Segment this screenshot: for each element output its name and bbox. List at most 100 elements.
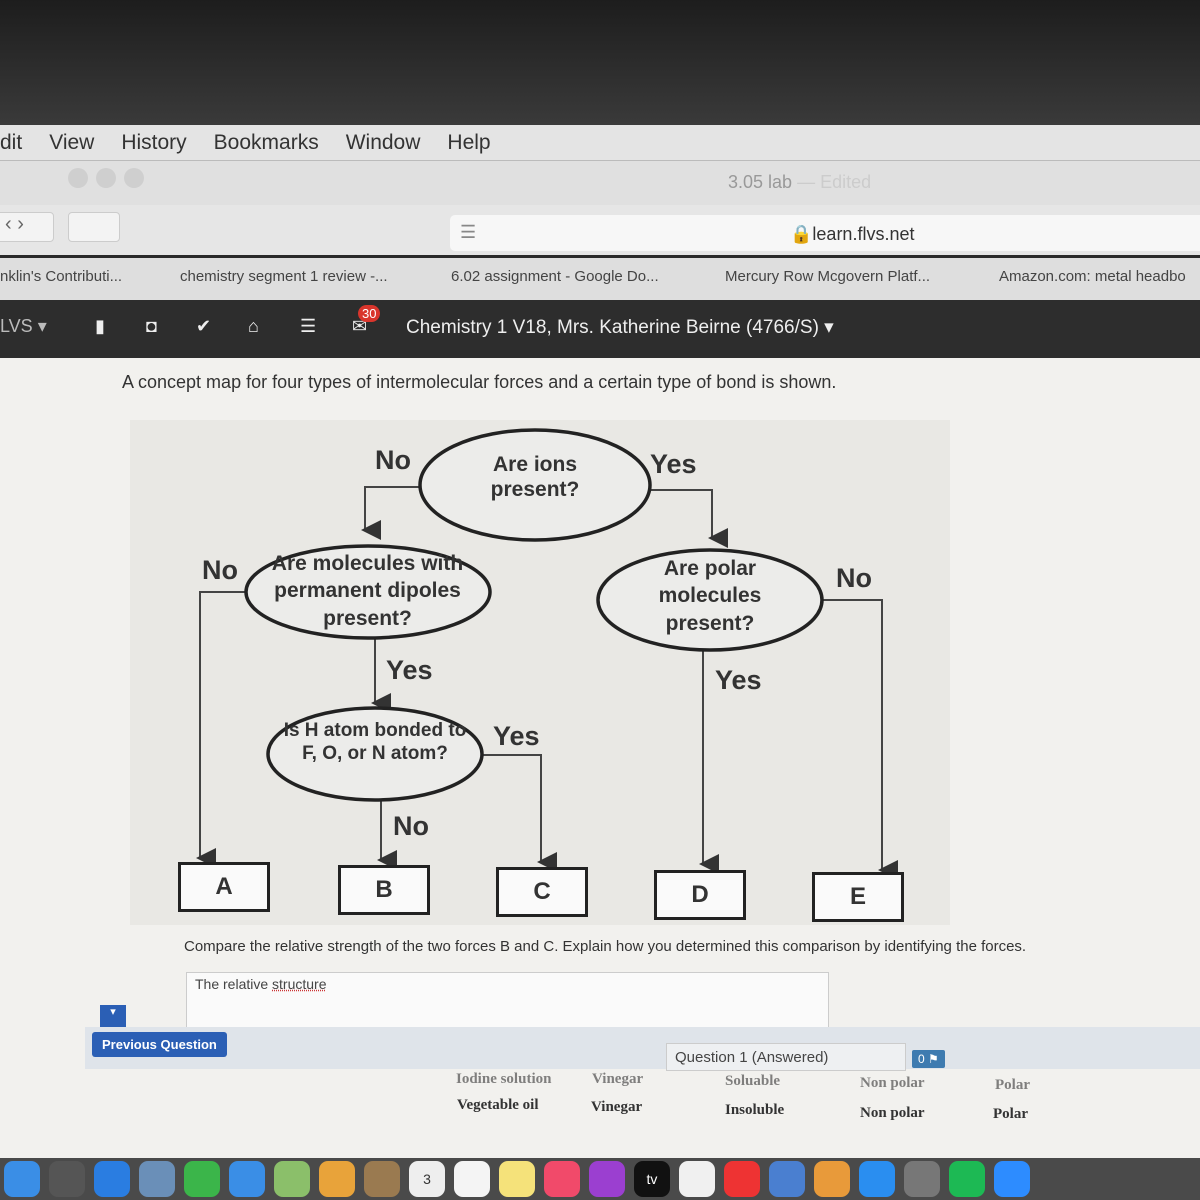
previous-question-button[interactable]: Previous Question	[92, 1032, 227, 1057]
dock-app-tv[interactable]: tv	[634, 1161, 670, 1197]
ellipse-dipoles	[244, 544, 492, 640]
doc-name: 3.05 lab	[728, 172, 793, 192]
question-footer	[85, 1027, 1200, 1069]
dock-app-app-store[interactable]: App Store	[859, 1161, 895, 1197]
concept-map: Are ions present? Are molecules with per…	[130, 420, 950, 925]
table-cell: Non polar	[860, 1075, 925, 1091]
dock-app-preview[interactable]: Preview	[139, 1161, 175, 1197]
home-icon[interactable]: ⌂	[248, 316, 259, 336]
dock-app-launchpad[interactable]: Launchpad	[49, 1161, 85, 1197]
box-d: D	[654, 870, 746, 920]
sidebar-toggle-icon[interactable]	[68, 212, 120, 242]
label-no: No	[836, 563, 872, 593]
ellipse-polar	[596, 548, 824, 652]
notification-badge: 30	[358, 305, 381, 322]
label-yes: Yes	[650, 449, 697, 479]
back-forward-buttons[interactable]: ‹ ›	[0, 212, 54, 242]
dock-app-numbers[interactable]: Numbers	[679, 1161, 715, 1197]
close-window-button[interactable]	[68, 168, 88, 188]
bookmark[interactable]: chemistry segment 1 review -...	[180, 268, 388, 285]
box-b: B	[338, 865, 430, 915]
label-yes: Yes	[386, 655, 433, 685]
table-cell: Soluable	[725, 1073, 781, 1089]
minimize-window-button[interactable]	[96, 168, 116, 188]
bookmark[interactable]: Mercury Row Mcgovern Platf...	[725, 268, 931, 285]
address-bar[interactable]: 🔒learn.flvs.net	[450, 215, 1200, 251]
dock-app-notes[interactable]: Notes	[499, 1161, 535, 1197]
label-no: No	[375, 445, 411, 475]
label-yes: Yes	[493, 721, 540, 751]
check-icon[interactable]: ✔	[196, 316, 212, 336]
menu-bar: dit View History Bookmarks Window Help	[0, 125, 1200, 160]
table-cell: Polar	[993, 1106, 1028, 1122]
bookmark[interactable]: 6.02 assignment - Google Do...	[451, 268, 659, 285]
ellipse-ions	[418, 428, 652, 542]
bookmarks-bar: nklin's Contributi... chemistry segment …	[0, 258, 1200, 300]
dock-app-finder[interactable]: Finder	[4, 1161, 40, 1197]
menu-help[interactable]: Help	[447, 130, 491, 154]
dock-app-contacts[interactable]: Contacts	[364, 1161, 400, 1197]
ellipse-hbond	[266, 706, 484, 802]
dock-app-3[interactable]: 3	[409, 1161, 445, 1197]
question-hydrogen-bond: Is H atom bonded to F, O, or N atom?	[283, 720, 467, 764]
dock-app-facetime[interactable]: FaceTime	[184, 1161, 220, 1197]
bookmark[interactable]: Amazon.com: metal headbo	[999, 268, 1186, 285]
table-cell: Vinegar	[592, 1071, 644, 1087]
book-icon[interactable]: ▮	[95, 316, 105, 336]
inbox-icon[interactable]: ◘	[146, 316, 157, 336]
list-icon[interactable]: ☰	[300, 316, 317, 336]
flag-button[interactable]: 0 ⚑	[912, 1050, 945, 1068]
screen-bezel	[0, 0, 1200, 125]
question-text: Compare the relative strength of the two…	[184, 938, 1027, 955]
box-e: E	[812, 872, 904, 922]
menu-view[interactable]: View	[49, 130, 95, 154]
menu-window[interactable]: Window	[345, 130, 421, 154]
label-yes: Yes	[715, 665, 762, 695]
menu-history[interactable]: History	[121, 130, 187, 154]
table-cell: Iodine solution	[456, 1071, 552, 1087]
bookmark[interactable]: nklin's Contributi...	[0, 268, 123, 285]
brand-menu[interactable]: LVS ▾	[0, 316, 47, 336]
document-title: 3.05 lab — Edited	[728, 172, 871, 193]
table-cell: Vinegar	[591, 1099, 643, 1115]
question-select[interactable]: Question 1 (Answered)	[666, 1043, 906, 1071]
dock-app-keynote[interactable]: Keynote	[769, 1161, 805, 1197]
dock-app-maps[interactable]: Maps	[274, 1161, 310, 1197]
question-ions-present: Are ions present?	[490, 453, 580, 502]
answer-text: The relative	[195, 976, 273, 992]
box-c: C	[496, 867, 588, 917]
box-a: A	[178, 862, 270, 912]
label-no: No	[393, 811, 429, 841]
question-polar-molecules: Are polar molecules present?	[658, 557, 762, 635]
menu-edit[interactable]: dit	[0, 130, 23, 154]
reader-icon[interactable]: ☰	[460, 222, 477, 242]
course-title-dropdown[interactable]: Chemistry 1 V18, Mrs. Katherine Beirne (…	[406, 317, 834, 338]
data-table: Iodine solution Vinegar Soluable Non pol…	[450, 1071, 1050, 1155]
dock-app-reminders[interactable]: Reminders	[454, 1161, 490, 1197]
dock-app-music[interactable]: Music	[544, 1161, 580, 1197]
collapse-toggle-icon[interactable]: ▾	[100, 1005, 126, 1027]
dock-app-pages[interactable]: Pages	[814, 1161, 850, 1197]
doc-status: — Edited	[797, 172, 872, 192]
course-nav-bar: LVS ▾ ▮ ◘ ✔ ⌂ ☰ ✉	[0, 300, 1200, 358]
dock-app-podcasts[interactable]: Podcasts	[589, 1161, 625, 1197]
dock-app-spotify[interactable]: Spotify	[949, 1161, 985, 1197]
dock-app-system-preferences[interactable]: System Preferences	[904, 1161, 940, 1197]
question-prompt: A concept map for four types of intermol…	[122, 372, 837, 392]
table-cell: Insoluble	[725, 1102, 785, 1118]
table-cell: Non polar	[860, 1105, 925, 1121]
label-no: No	[202, 555, 238, 585]
table-cell: Vegetable oil	[457, 1097, 539, 1113]
dock-app-photos[interactable]: Photos	[319, 1161, 355, 1197]
lock-icon: 🔒	[790, 224, 813, 244]
dock-app-zoom[interactable]: Zoom	[994, 1161, 1030, 1197]
menu-bookmarks[interactable]: Bookmarks	[213, 130, 319, 154]
dock-app-messages[interactable]: Messages	[229, 1161, 265, 1197]
concept-map-lines	[196, 428, 898, 880]
question-permanent-dipoles: Are molecules with permanent dipoles pre…	[271, 552, 464, 630]
table-cell: Polar	[995, 1077, 1030, 1093]
zoom-window-button[interactable]	[124, 168, 144, 188]
title-bar	[0, 160, 1200, 205]
dock-app-news[interactable]: News	[724, 1161, 760, 1197]
dock-app-safari[interactable]: Safari	[94, 1161, 130, 1197]
